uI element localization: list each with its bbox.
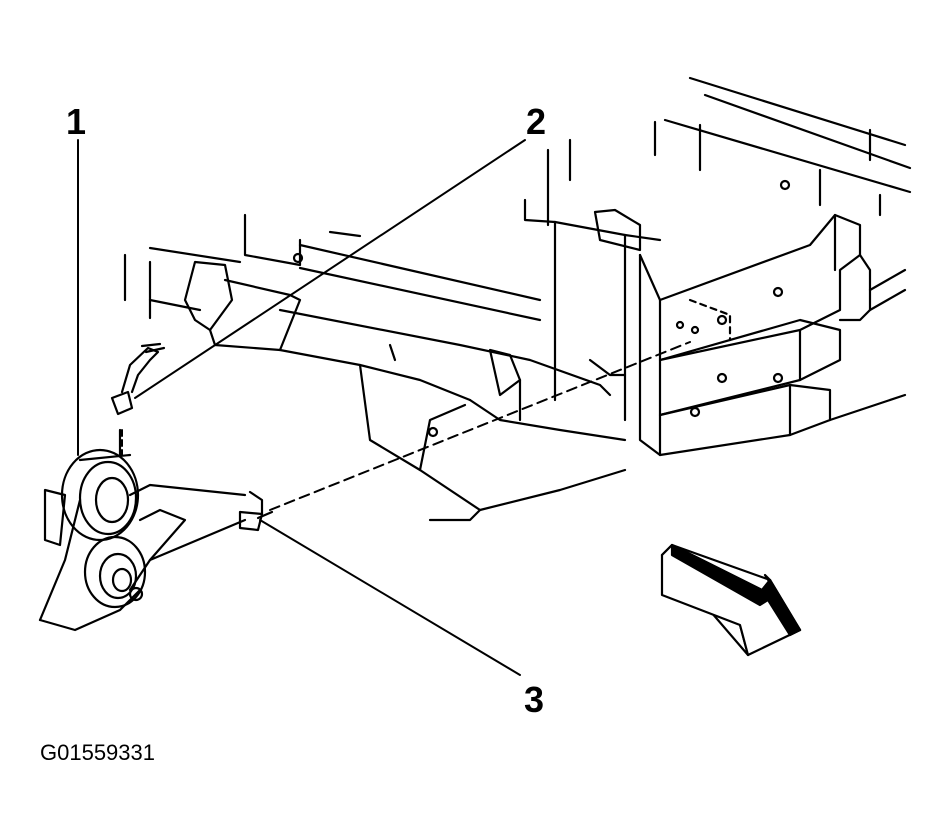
bumper-bracket bbox=[638, 179, 907, 457]
leader-line-3 bbox=[259, 519, 521, 676]
leader-line-bolt-path bbox=[269, 341, 691, 511]
front-direction-arrow-icon bbox=[660, 543, 802, 657]
leader-lines bbox=[77, 139, 691, 676]
callout-2: 2 bbox=[526, 101, 547, 142]
figure-id: G01559331 bbox=[40, 740, 155, 765]
horn-electrical-connector bbox=[110, 342, 166, 416]
horn bbox=[38, 428, 247, 632]
radiator-support bbox=[123, 198, 662, 422]
callout-3: 3 bbox=[524, 679, 545, 720]
body-panel bbox=[546, 76, 912, 227]
leader-line-2 bbox=[134, 139, 526, 399]
frame-rail bbox=[183, 260, 627, 522]
callout-1: 1 bbox=[66, 101, 87, 142]
horn-bolt bbox=[238, 490, 274, 532]
